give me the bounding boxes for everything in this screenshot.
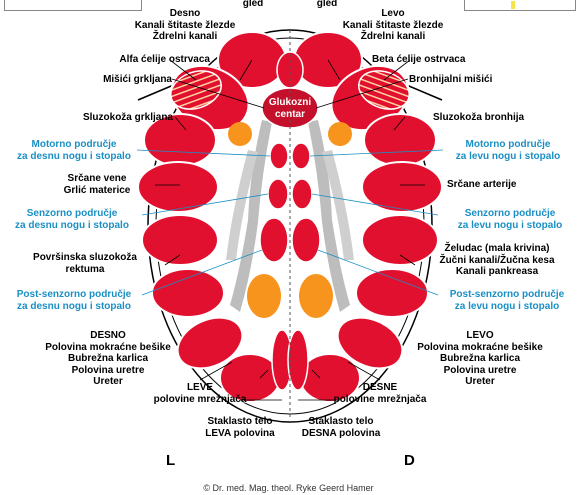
- side-label-D: D: [404, 452, 415, 469]
- thyroid-center: [276, 51, 304, 89]
- gray-stripe-right: [322, 150, 354, 260]
- label-alfa: Alfa ćelije ostrvaca: [119, 54, 210, 65]
- side-label-L: L: [166, 452, 176, 469]
- orange-blob-left-bottom: [247, 274, 281, 318]
- corner-box-left: [4, 0, 142, 11]
- label-srcane-arterije: Srčane arterije: [447, 179, 517, 190]
- muscle-bronchial-organ: [358, 70, 410, 110]
- motor-left: [269, 142, 289, 170]
- sensory-right: [291, 178, 313, 210]
- label-sluz-bronhija: Sluzokoža bronhija: [433, 112, 525, 123]
- organ-right-2: [361, 161, 443, 213]
- orange-blob-right-top: [328, 122, 352, 146]
- label-zeludac: Želudac (mala krivina)Žučni kanali/Žučna…: [439, 243, 555, 277]
- gray-channel-right: [308, 120, 350, 312]
- gled-right-label: gled: [316, 0, 338, 9]
- label-bronhijalni: Bronhijalni mišići: [409, 74, 493, 85]
- organ-left-3: [141, 214, 219, 266]
- post-sensory-left: [259, 217, 289, 263]
- post-sensory-right: [291, 217, 321, 263]
- orange-blob-right-bottom: [299, 274, 333, 318]
- organ-left-5: [176, 316, 244, 370]
- organ-right-3: [361, 214, 439, 266]
- gray-channel-left: [230, 120, 272, 312]
- organ-right-4: [355, 268, 429, 318]
- organ-right-1: [363, 113, 437, 167]
- orange-blob-left-top: [228, 122, 252, 146]
- gray-stripe-left: [226, 150, 258, 260]
- label-beta: Beta ćelije ostrvaca: [372, 54, 466, 65]
- label-sluz-grkljana: Sluzokoža grkljana: [82, 112, 173, 123]
- organ-left-4: [151, 268, 225, 318]
- organ-left-2: [137, 161, 219, 213]
- sensory-left: [267, 178, 289, 210]
- gled-left-label: gled: [242, 0, 264, 9]
- muscle-larynx-organ: [170, 70, 222, 110]
- vitreous-right: [287, 329, 309, 391]
- label-misici-grkljana: Mišići grkljana: [103, 74, 172, 85]
- organ-right-5: [336, 316, 404, 370]
- motor-right: [291, 142, 311, 170]
- corner-box-right: [464, 0, 576, 11]
- copyright-text: © Dr. med. Mag. theol. Ryke Geerd Hamer: [203, 483, 374, 493]
